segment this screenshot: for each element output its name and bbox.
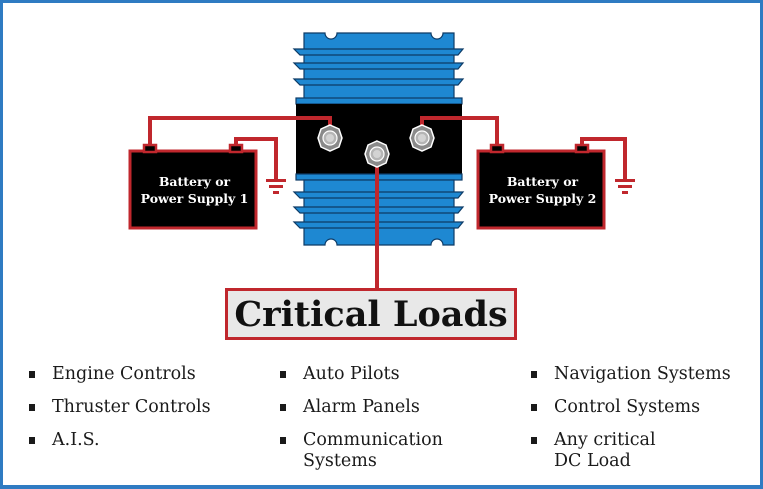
battery-2-label-line1: Battery or <box>506 174 579 189</box>
battery-1-label-line2: Power Supply 1 <box>140 191 249 206</box>
list-item: Alarm Panels <box>279 396 443 418</box>
bullet-icon <box>280 437 286 444</box>
heatsink-top <box>292 32 465 105</box>
ground-icon <box>266 179 286 194</box>
battery-1-negative-post <box>228 143 244 154</box>
bullet-icon <box>29 371 35 378</box>
list-item-text: Alarm Panels <box>303 397 420 417</box>
list-item-text: Engine Controls <box>52 364 196 384</box>
battery-1 <box>128 143 258 230</box>
wiring-diagram <box>128 32 635 290</box>
battery-2 <box>476 143 606 230</box>
list-item: Navigation Systems <box>530 363 731 385</box>
list-item-text-line2: DC Load <box>554 451 631 471</box>
list-item: Engine Controls <box>28 363 211 385</box>
critical-loads-box: Critical Loads <box>225 288 517 340</box>
list-item: Thruster Controls <box>28 396 211 418</box>
list-item-text: Any critical <box>554 430 656 450</box>
terminal-output-common <box>364 140 390 168</box>
list-item-text: Control Systems <box>554 397 701 417</box>
list-item-text: A.I.S. <box>52 430 100 450</box>
terminal-input-1 <box>317 124 343 152</box>
battery-2-label-line2: Power Supply 2 <box>488 191 597 206</box>
list-item-text: Navigation Systems <box>554 364 731 384</box>
battery-1-label: Battery or Power Supply 1 <box>130 173 259 207</box>
list-item: Auto Pilots <box>279 363 443 385</box>
battery-2-negative-post <box>574 143 590 154</box>
battery-2-label: Battery or Power Supply 2 <box>478 173 607 207</box>
battery-2-positive-post <box>489 143 505 154</box>
battery-1-positive-post <box>142 143 158 154</box>
ground-icon <box>615 179 635 194</box>
list-item-text-line2: Systems <box>303 451 377 471</box>
list-item-text: Auto Pilots <box>303 364 400 384</box>
bullet-icon <box>280 404 286 411</box>
list-item-text: Thruster Controls <box>52 397 211 417</box>
bullet-icon <box>531 437 537 444</box>
list-item-text: Communication <box>303 430 443 450</box>
terminal-input-2 <box>409 124 435 152</box>
bullet-icon <box>29 437 35 444</box>
bullet-icon <box>29 404 35 411</box>
bullet-icon <box>531 404 537 411</box>
critical-loads-title: Critical Loads <box>234 293 508 335</box>
bullet-icon <box>280 371 286 378</box>
list-item: A.I.S. <box>28 429 211 451</box>
battery-1-label-line1: Battery or <box>158 174 231 189</box>
loads-column-3: Navigation Systems Control Systems Any c… <box>530 363 731 483</box>
loads-column-1: Engine Controls Thruster Controls A.I.S. <box>28 363 211 462</box>
bullet-icon <box>531 371 537 378</box>
list-item: Control Systems <box>530 396 731 418</box>
